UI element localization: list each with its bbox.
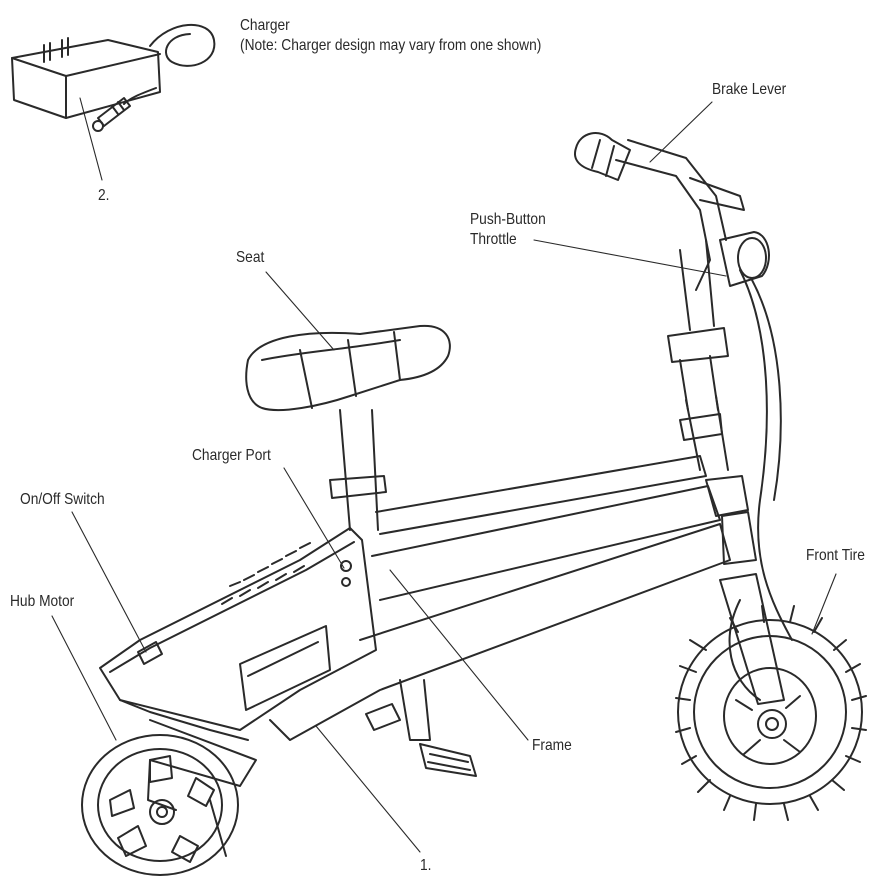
label-throttle-line2: Throttle xyxy=(470,231,517,248)
battery-housing-drawing xyxy=(99,527,377,741)
leader-frame xyxy=(389,569,529,741)
leader-charger-port xyxy=(283,467,345,569)
pedal-drawing xyxy=(365,703,477,777)
label-hub-motor: Hub Motor xyxy=(10,593,75,610)
label-charger-note: (Note: Charger design may vary from one … xyxy=(240,37,542,54)
label-frame: Frame xyxy=(532,737,572,754)
leader-seat xyxy=(265,271,335,351)
frame-drawing xyxy=(269,395,749,741)
seat-drawing xyxy=(245,324,451,412)
label-bike-number: 1. xyxy=(420,857,432,874)
handlebar-drawing xyxy=(574,132,793,705)
leader-charger xyxy=(79,97,103,181)
label-throttle-line1: Push-Button xyxy=(470,211,546,228)
leader-front-tire xyxy=(811,573,837,635)
leader-throttle xyxy=(533,239,727,277)
hub-motor-drawing xyxy=(81,719,257,876)
label-on-off-switch: On/Off Switch xyxy=(20,491,105,508)
charger-drawing xyxy=(11,24,216,132)
leader-on-off-switch xyxy=(71,511,147,653)
leader-lines xyxy=(51,97,837,853)
label-charger-port: Charger Port xyxy=(192,447,271,464)
label-charger: Charger xyxy=(240,17,290,34)
leader-bike-number xyxy=(315,725,421,853)
label-seat: Seat xyxy=(236,249,265,266)
leader-brake-lever xyxy=(649,101,713,163)
front-tire-drawing xyxy=(675,605,867,821)
label-charger-number: 2. xyxy=(98,187,110,204)
leader-hub-motor xyxy=(51,615,117,741)
label-front-tire: Front Tire xyxy=(806,547,865,564)
label-brake-lever: Brake Lever xyxy=(712,81,787,98)
